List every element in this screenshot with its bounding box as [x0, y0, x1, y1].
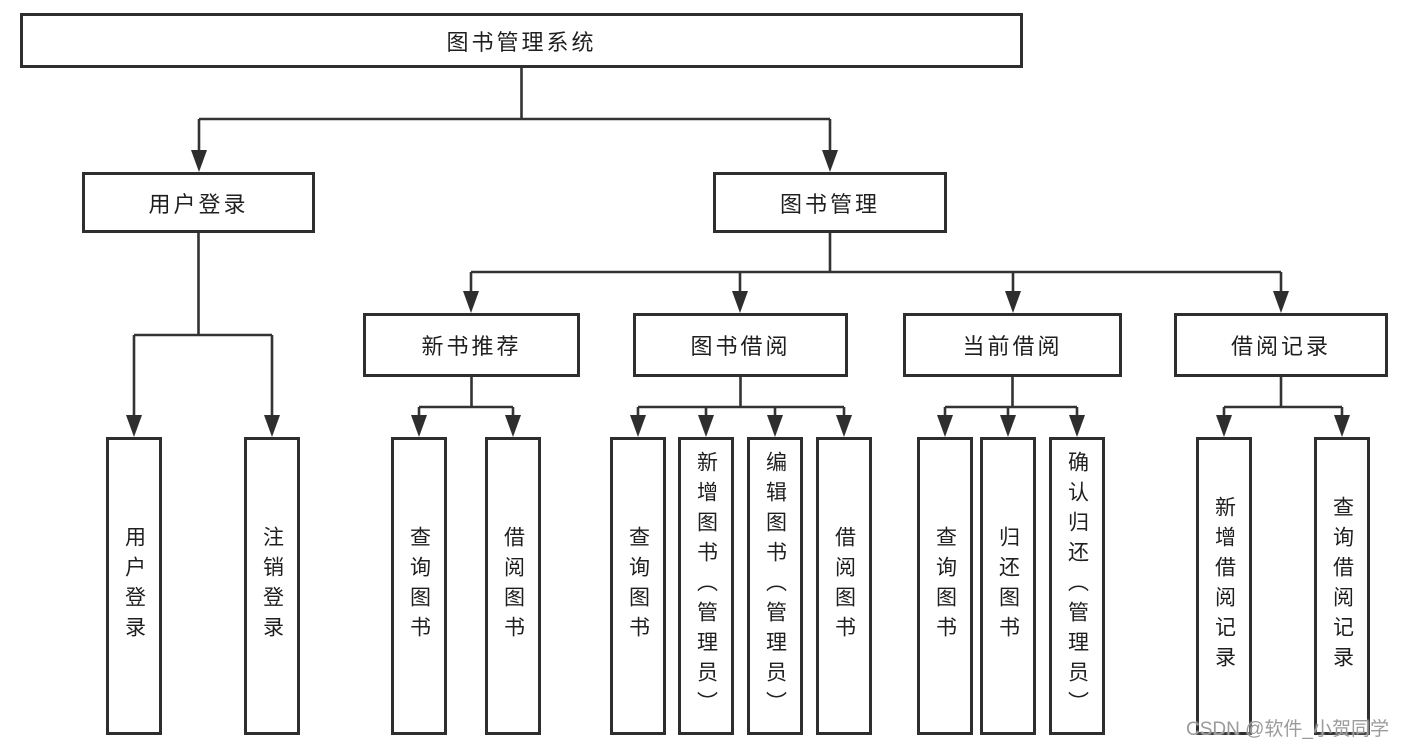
- leaf-borrow-books: 借阅图书: [816, 437, 872, 735]
- node-library-management-system: 图书管理系统: [20, 13, 1023, 68]
- leaf-query-books-borrow: 查询图书: [610, 437, 666, 735]
- node-new-book-recommend: 新书推荐: [363, 313, 580, 377]
- leaf-query-books-recommend: 查询图书: [391, 437, 447, 735]
- node-user-login: 用户登录: [82, 172, 315, 233]
- leaf-label: 查询图书: [933, 526, 957, 646]
- leaf-label: 借阅图书: [501, 526, 525, 646]
- node-label: 当前借阅: [962, 334, 1063, 359]
- leaf-user-login: 用户登录: [106, 437, 162, 735]
- leaf-label: 用户登录: [122, 526, 146, 646]
- node-label: 图书管理: [779, 191, 880, 217]
- leaf-label: 归还图书: [996, 526, 1020, 646]
- leaf-label: 查询借阅记录: [1330, 496, 1354, 676]
- node-label: 新书推荐: [421, 334, 522, 359]
- leaf-query-borrow-record: 查询借阅记录: [1314, 437, 1370, 735]
- leaf-return-books: 归还图书: [980, 437, 1036, 735]
- leaf-edit-books-admin: 编辑图书（管理员）: [747, 437, 803, 735]
- leaf-add-borrow-record: 新增借阅记录: [1196, 437, 1252, 735]
- node-label: 图书借阅: [690, 334, 791, 359]
- leaf-label: 确认归还（管理员）: [1065, 451, 1089, 721]
- leaf-label: 查询图书: [407, 526, 431, 646]
- leaf-label: 注销登录: [260, 526, 284, 646]
- leaf-label: 新增图书（管理员）: [694, 451, 718, 721]
- leaf-label: 查询图书: [626, 526, 650, 646]
- node-borrow-records: 借阅记录: [1174, 313, 1388, 377]
- node-label: 图书管理系统: [446, 29, 597, 55]
- leaf-add-books-admin: 新增图书（管理员）: [678, 437, 734, 735]
- node-book-borrow: 图书借阅: [633, 313, 848, 377]
- node-current-borrow: 当前借阅: [903, 313, 1122, 377]
- watermark-text: CSDN @软件_小贺同学: [1186, 719, 1389, 740]
- node-label: 用户登录: [148, 191, 249, 217]
- node-book-management: 图书管理: [713, 172, 947, 233]
- leaf-label: 借阅图书: [832, 526, 856, 646]
- leaf-label: 新增借阅记录: [1212, 496, 1236, 676]
- leaf-label: 编辑图书（管理员）: [763, 451, 787, 721]
- leaf-borrow-books-recommend: 借阅图书: [485, 437, 541, 735]
- leaf-query-books-current: 查询图书: [917, 437, 973, 735]
- node-label: 借阅记录: [1230, 334, 1331, 359]
- leaf-confirm-return-admin: 确认归还（管理员）: [1049, 437, 1105, 735]
- leaf-logout: 注销登录: [244, 437, 300, 735]
